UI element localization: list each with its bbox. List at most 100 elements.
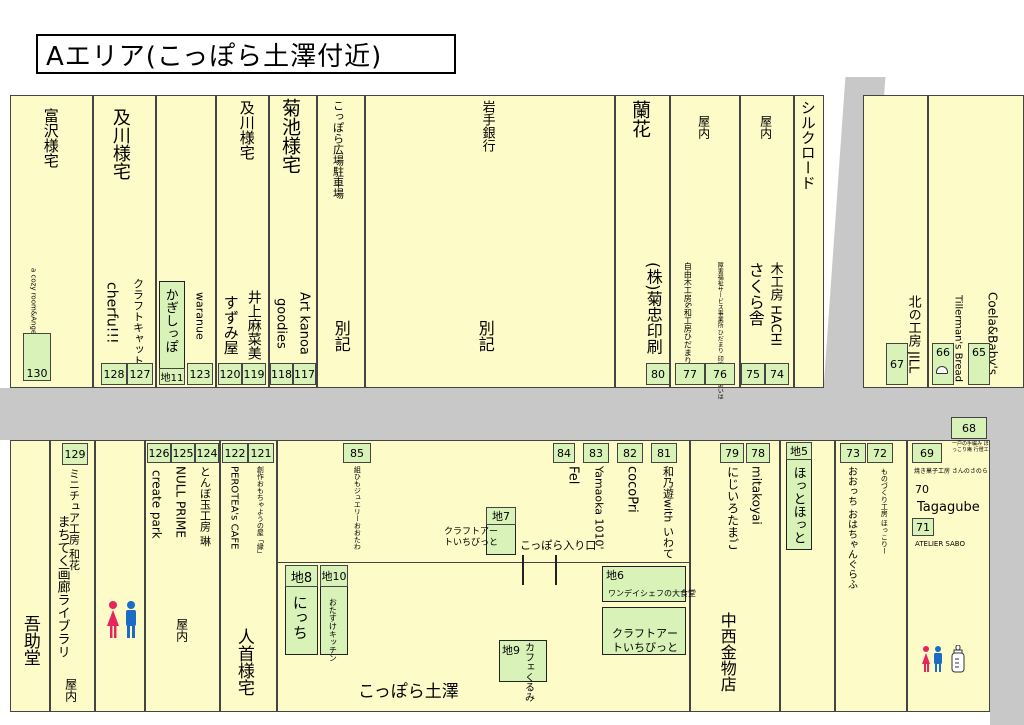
- koppora-inner-line: [277, 562, 690, 563]
- booth-name-129: ミニチュア工房 和花: [67, 468, 81, 571]
- lot-nakanishi: [690, 440, 780, 712]
- booth-name-128: cherfu!!!: [103, 282, 120, 344]
- label-bank: 岩手銀行: [479, 100, 495, 152]
- booth-num-128[interactable]: 128: [101, 363, 127, 385]
- booth-num-70[interactable]: 70: [912, 480, 932, 498]
- booth-num-122[interactable]: 122: [222, 443, 248, 463]
- booth-num-72[interactable]: 72: [867, 443, 893, 463]
- booth-num-80[interactable]: 80: [646, 363, 670, 385]
- entrance-post-1: [522, 555, 524, 585]
- booth-num-120[interactable]: 120: [218, 363, 242, 385]
- booth-num-81[interactable]: 81: [651, 443, 677, 463]
- booth-name-79: にじいろたまご: [725, 466, 740, 550]
- booth-num-118[interactable]: 118: [270, 363, 293, 385]
- label-hitokubi: 人首様宅: [233, 628, 254, 696]
- booth-box-chi6[interactable]: [602, 566, 686, 602]
- booth-num-chi10: 地10: [320, 565, 348, 587]
- label-nakanishi: 中西金物店: [717, 612, 737, 692]
- booth-num-84[interactable]: 84: [553, 443, 575, 463]
- lot-kikuchi: [269, 95, 317, 388]
- booth-num-68[interactable]: 68: [951, 417, 987, 439]
- booth-name-85: 組ひもジュエリーおおたわ: [353, 466, 362, 550]
- booth-num-124[interactable]: 124: [195, 443, 219, 463]
- booth-num-65[interactable]: 65: [968, 343, 990, 385]
- booth-num-121[interactable]: 121: [248, 443, 274, 463]
- lot-oikawa2: [216, 95, 269, 388]
- lot-north-right: [863, 95, 928, 388]
- booth-num-123[interactable]: 123: [187, 363, 213, 385]
- booth-num-125[interactable]: 125: [171, 443, 195, 463]
- label-ran: 蘭花: [628, 100, 651, 138]
- booth-name-71: ATELIER SABO: [915, 540, 965, 548]
- label-silk-road: シルクロード: [798, 100, 817, 190]
- booth-name-74: 木工房 HACHI: [767, 262, 783, 347]
- booth-box-craft-art[interactable]: [602, 607, 686, 655]
- booth-name-118: goodies: [273, 298, 289, 349]
- right-road: [990, 388, 1024, 725]
- booth-name-77: 自由木工房&和工房ひだまり: [683, 262, 693, 365]
- booth-name-123: waranue: [193, 292, 207, 340]
- booth-num-chi5: 地5: [786, 442, 812, 460]
- booth-num-129[interactable]: 129: [62, 443, 88, 465]
- booth-name-125: NULL PRIME: [173, 466, 188, 538]
- booth-num-67[interactable]: 67: [886, 343, 908, 385]
- booth-name-83: Yamaoka 1010': [592, 466, 606, 550]
- booth-num-82[interactable]: 82: [617, 443, 643, 463]
- lot-bank: [365, 95, 615, 388]
- booth-num-66[interactable]: 66: [932, 343, 954, 385]
- booth-num-76[interactable]: 76: [705, 363, 735, 385]
- lot-ran: [615, 95, 670, 388]
- label-kikuchi: 菊池様宅: [278, 98, 301, 174]
- booth-name-126: create park: [149, 470, 164, 539]
- label-oikawa2: 及川様宅: [237, 100, 256, 160]
- lot-gosukedo: [10, 440, 50, 712]
- booth-name-124: とんぼ玉工房 琳: [198, 466, 212, 547]
- booth-name-122: PEROTEA's CAFE: [228, 466, 240, 550]
- booth-num-130[interactable]: 130: [23, 333, 51, 381]
- booth-num-127[interactable]: 127: [127, 363, 153, 385]
- booth-num-75[interactable]: 75: [741, 363, 765, 385]
- booth-num-85[interactable]: 85: [343, 443, 371, 463]
- booth-num-chi8: 地8: [285, 565, 318, 587]
- booth-box-chi11[interactable]: [159, 281, 185, 385]
- booth-name-130: a cozy room&Angel Rabbit: [29, 268, 38, 361]
- lot-south-right: [835, 440, 907, 712]
- booth-box-chi9[interactable]: [499, 640, 547, 682]
- label-koppora-entrance: こっぽら入り口: [520, 539, 597, 552]
- booth-name-craft-art: クラフトアートいちびっと: [612, 627, 678, 655]
- booth-num-71[interactable]: 71: [912, 518, 934, 536]
- booth-name-chi5: ほっとほっと: [790, 466, 806, 544]
- booth-name-chi10: おたすけキッチン: [328, 598, 338, 662]
- booth-num-chi6: 地6: [606, 569, 624, 582]
- booth-name-66: Tillerman's Bread: [952, 295, 964, 382]
- lot-hitokubi: [220, 440, 277, 712]
- booth-box-chi5[interactable]: [786, 442, 812, 550]
- booth-name-73: おおっち おはちゃんぐらふ: [845, 466, 857, 590]
- booth-num-83[interactable]: 83: [583, 443, 609, 463]
- label-oikawa: 及川様宅: [109, 108, 131, 180]
- booth-num-73[interactable]: 73: [840, 443, 866, 463]
- lot-kagi: [156, 95, 216, 388]
- booth-name-67: 北の工房 JILL: [905, 295, 921, 374]
- booth-name-76: 障害福祉サービス事業所 ひだまり 印刷工房 あいは: [716, 262, 724, 400]
- booth-num-117[interactable]: 117: [293, 363, 316, 385]
- booth-num-126[interactable]: 126: [147, 443, 171, 463]
- lot-hiroba: [317, 95, 365, 388]
- entrance-post-2: [555, 555, 557, 585]
- label-okunai-d: 屋内: [174, 618, 189, 642]
- booth-num-69[interactable]: 69: [912, 443, 942, 463]
- booth-name-70: Tagagube: [917, 500, 980, 515]
- lot-oikawa: [93, 95, 156, 388]
- booth-name-chi8: にっち: [290, 595, 309, 640]
- booth-name-82: cocoPri: [624, 466, 640, 513]
- booth-num-79[interactable]: 79: [720, 443, 744, 463]
- booth-num-78[interactable]: 78: [746, 443, 770, 463]
- lot-restroom: [95, 440, 145, 712]
- restroom-icon: [104, 600, 140, 640]
- booth-num-119[interactable]: 119: [242, 363, 266, 385]
- booth-name-72: ものづくり工房 ほっこりー: [880, 468, 889, 555]
- booth-num-74[interactable]: 74: [765, 363, 789, 385]
- booth-name-chi11: かぎしっぽ: [162, 288, 178, 353]
- booth-num-77[interactable]: 77: [675, 363, 705, 385]
- label-bekki-2: 別記: [475, 320, 495, 352]
